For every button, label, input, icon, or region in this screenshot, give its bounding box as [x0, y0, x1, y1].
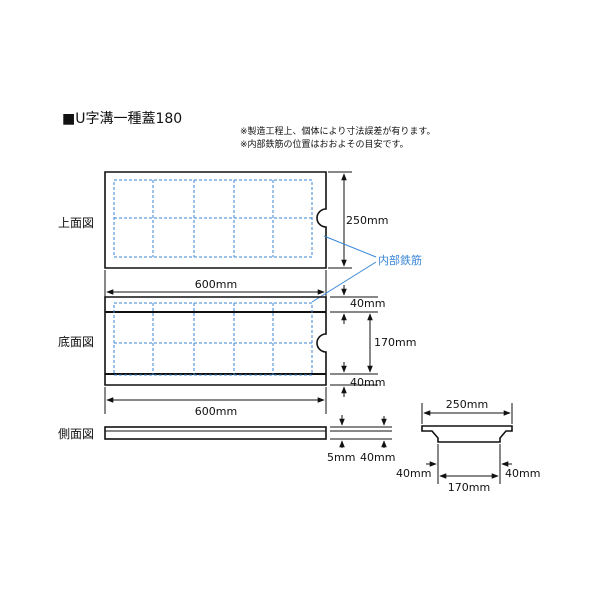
top-view-outline: [104, 171, 327, 269]
section-lower-dimensions: [426, 444, 512, 484]
bottom-width-label: 600mm: [195, 405, 237, 418]
bottom-width-dimension: [104, 387, 327, 414]
section-left-label: 40mm: [396, 467, 431, 480]
note-rebar-position: ※内部鉄筋の位置はおおよその目安です。: [240, 138, 409, 150]
side-view-outline: [104, 426, 327, 440]
side-view-label: 側面図: [58, 427, 94, 441]
top-view-label: 上面図: [58, 216, 94, 230]
bottom-view-label: 底面図: [58, 334, 94, 349]
drawing-title: ■U字溝一種蓋180: [62, 111, 182, 127]
side-thickness-dimensions: [330, 415, 392, 448]
side-height-label: 40mm: [360, 451, 395, 464]
bottom-vertical-dimensions: [330, 285, 378, 397]
bottom-middle-label: 170mm: [374, 336, 416, 349]
bottom-edge-top-label: 40mm: [350, 297, 385, 310]
bottom-view-rebar-grid: [113, 302, 313, 376]
rebar-callout-lines: [311, 235, 377, 303]
note-manufacturing-tolerance: ※製造工程上、個体により寸法誤差が有ります。: [240, 125, 435, 137]
section-middle-label: 170mm: [448, 481, 490, 494]
section-width-dimension: [421, 403, 513, 424]
top-width-label: 600mm: [195, 278, 237, 291]
side-thickness-label: 5mm: [327, 451, 355, 464]
top-view-rebar-grid: [113, 179, 313, 258]
bottom-view-outline: [104, 296, 327, 386]
top-height-label: 250mm: [346, 214, 388, 227]
rebar-label: 内部鉄筋: [378, 253, 422, 267]
bottom-edge-bottom-label: 40mm: [350, 376, 385, 389]
top-width-dimension: [104, 270, 327, 300]
top-height-dimension: [328, 171, 352, 269]
section-width-label: 250mm: [446, 398, 488, 411]
section-profile: [421, 425, 513, 443]
section-right-label: 40mm: [505, 467, 540, 480]
